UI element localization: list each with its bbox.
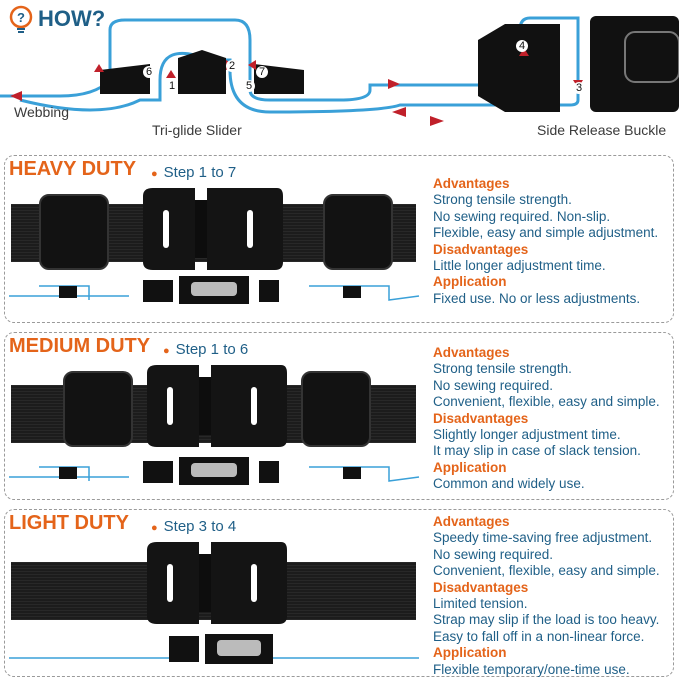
triglide-center — [178, 50, 226, 94]
panel-title: MEDIUM DUTY — [9, 335, 151, 357]
disadvantages-heading: Disadvantages — [433, 410, 529, 426]
panel-step: ●Step 1 to 6 — [163, 341, 249, 358]
label-webbing: Webbing — [14, 104, 70, 120]
advantage-line: Convenient, flexible, easy and simple. — [433, 563, 660, 579]
step-badge: 1 — [166, 80, 178, 92]
advantages-heading: Advantages — [433, 514, 510, 529]
how-title: HOW? — [38, 6, 106, 31]
panel-light-duty: LIGHT DUTY ●Step 3 to 4 Advantages Speed… — [4, 509, 674, 677]
panel-heavy-duty: HEAVY DUTY ●Step 1 to 7 Advantages Stron… — [4, 155, 674, 323]
application-line: Fixed use. No or less adjustments. — [433, 290, 641, 306]
step-badge: 7 — [256, 66, 268, 78]
arrow-icon — [94, 64, 104, 72]
application-line: Flexible temporary/one-time use. — [433, 661, 630, 677]
disadvantage-line: Limited tension. — [433, 596, 528, 612]
application-heading: Application — [433, 459, 507, 475]
lightbulb-question-icon: ? — [9, 5, 33, 33]
disadvantage-line: It may slip in case of slack tension. — [433, 443, 641, 459]
step-badge: 5 — [243, 80, 255, 92]
threading-diagram-mini — [9, 457, 420, 485]
advantage-line: Flexible, easy and simple adjustment. — [433, 225, 659, 241]
advantage-line: Speedy time-saving free adjustment. — [433, 530, 653, 546]
application-line: Common and widely use. — [433, 476, 585, 492]
application-heading: Application — [433, 645, 507, 661]
triglide-slider — [323, 194, 393, 270]
triglide-slider — [301, 371, 371, 447]
panel-info: Advantages Speedy time-saving free adjus… — [433, 514, 660, 678]
disadvantages-heading: Disadvantages — [433, 241, 529, 257]
step-badge: 3 — [573, 82, 585, 94]
arrow-icon — [519, 48, 529, 56]
threading-diagram-mini — [9, 634, 419, 664]
side-release-buckle — [147, 542, 287, 624]
advantages-heading: Advantages — [433, 345, 510, 360]
panel-medium-duty: MEDIUM DUTY ●Step 1 to 6 Advantages Stro… — [4, 332, 674, 500]
step-badge: 6 — [143, 66, 155, 78]
side-release-buckle — [147, 365, 287, 447]
advantage-line: No sewing required. — [433, 546, 554, 562]
arrow-icon — [430, 116, 444, 126]
arrow-icon — [392, 107, 406, 117]
label-buckle: Side Release Buckle — [537, 122, 667, 138]
webbing-line — [0, 16, 580, 114]
triglide-slider — [63, 371, 133, 447]
buckle-female — [590, 16, 679, 112]
advantage-line: No sewing required. Non-slip. — [433, 208, 611, 224]
buckle-male — [478, 24, 560, 112]
disadvantage-line: Little longer adjustment time. — [433, 258, 606, 274]
arrow-icon — [388, 79, 400, 89]
disadvantage-line: Strap may slip if the load is too heavy. — [433, 612, 660, 628]
panel-title: HEAVY DUTY — [9, 158, 137, 180]
advantage-line: Convenient, flexible, easy and simple. — [433, 394, 660, 410]
disadvantage-line: Easy to fall off in a non-linear force. — [433, 628, 645, 644]
side-release-buckle — [143, 188, 283, 270]
advantage-line: Strong tensile strength. — [433, 361, 572, 377]
disadvantages-heading: Disadvantages — [433, 579, 529, 595]
arrow-icon — [10, 91, 22, 101]
svg-text:?: ? — [17, 10, 25, 25]
panel-step: ●Step 1 to 7 — [151, 164, 237, 181]
panel-info: Advantages Strong tensile strength. No s… — [433, 176, 658, 307]
buckle-window — [624, 31, 679, 83]
advantage-line: No sewing required. — [433, 377, 554, 393]
arrow-icon — [248, 60, 256, 70]
panel-title: LIGHT DUTY — [9, 512, 129, 534]
arrow-icon — [166, 70, 176, 78]
label-triglide: Tri-glide Slider — [152, 122, 242, 138]
advantages-heading: Advantages — [433, 176, 510, 191]
triglide-left — [100, 64, 150, 94]
step-badge: 2 — [226, 60, 238, 72]
application-heading: Application — [433, 274, 507, 290]
step-badge: 4 — [516, 40, 528, 52]
threading-diagram-mini — [9, 276, 420, 304]
triglide-slider — [39, 194, 109, 270]
advantage-line: Strong tensile strength. — [433, 192, 572, 208]
panel-step: ●Step 3 to 4 — [151, 518, 237, 535]
panel-info: Advantages Strong tensile strength. No s… — [433, 345, 660, 493]
disadvantage-line: Slightly longer adjustment time. — [433, 427, 621, 443]
how-icon: ? — [6, 4, 36, 34]
